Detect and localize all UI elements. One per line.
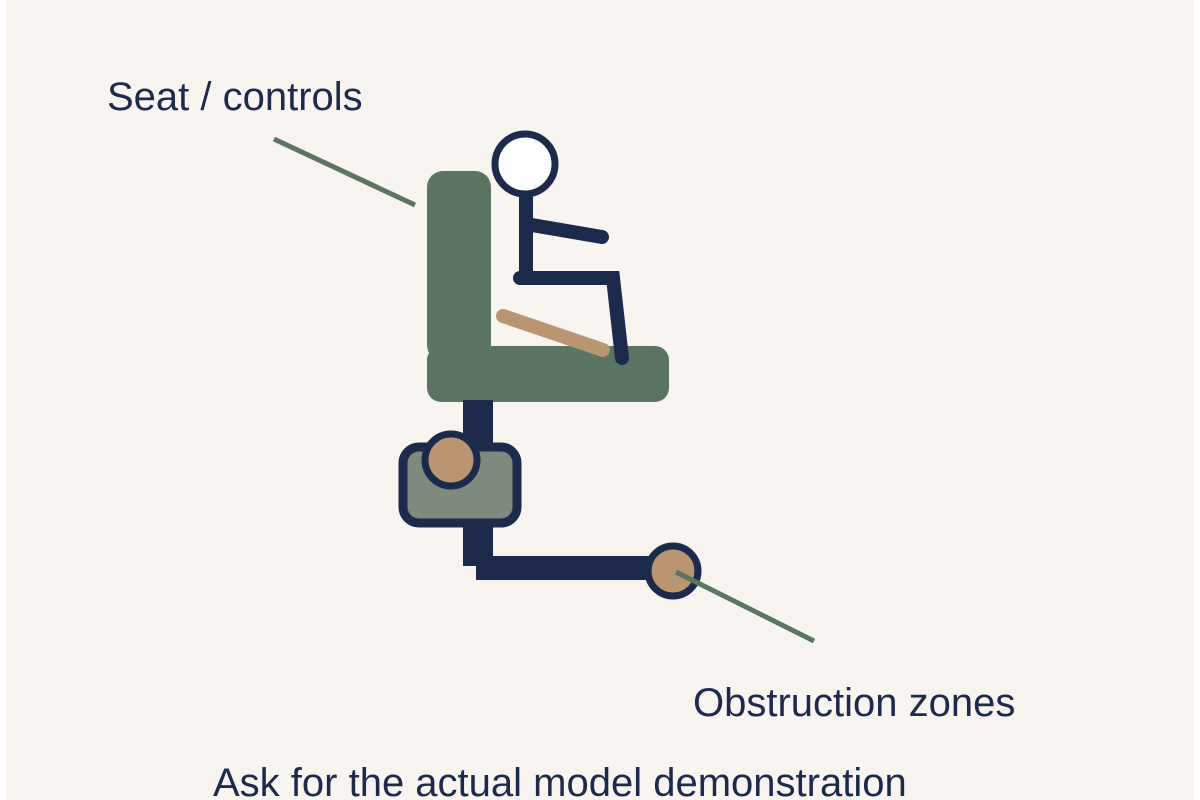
obstruction-zones-label: Obstruction zones (693, 681, 1015, 725)
seat-obstruction-diagram: Seat / controls Obstruction zones Ask fo… (6, 0, 1194, 800)
figure-leg (513, 271, 629, 365)
seated-person-icon (491, 130, 629, 365)
obstruction-zone-marker (421, 430, 481, 490)
base-bar (476, 556, 676, 580)
seat-cushion (427, 346, 669, 402)
diagram-canvas: Seat / controls Obstruction zones Ask fo… (6, 0, 1194, 800)
figure-arm (519, 217, 609, 244)
obstruction-zone-marker (644, 542, 702, 600)
footer-caption: Ask for the actual model demonstration (213, 761, 907, 800)
seat-controls-label: Seat / controls (107, 75, 363, 119)
figure-head (491, 130, 559, 198)
seat-backrest (427, 171, 491, 361)
seat-controls-leader-line (272, 136, 417, 208)
obstruction-zones-leader-line (674, 569, 816, 644)
lap-belt (496, 309, 610, 357)
